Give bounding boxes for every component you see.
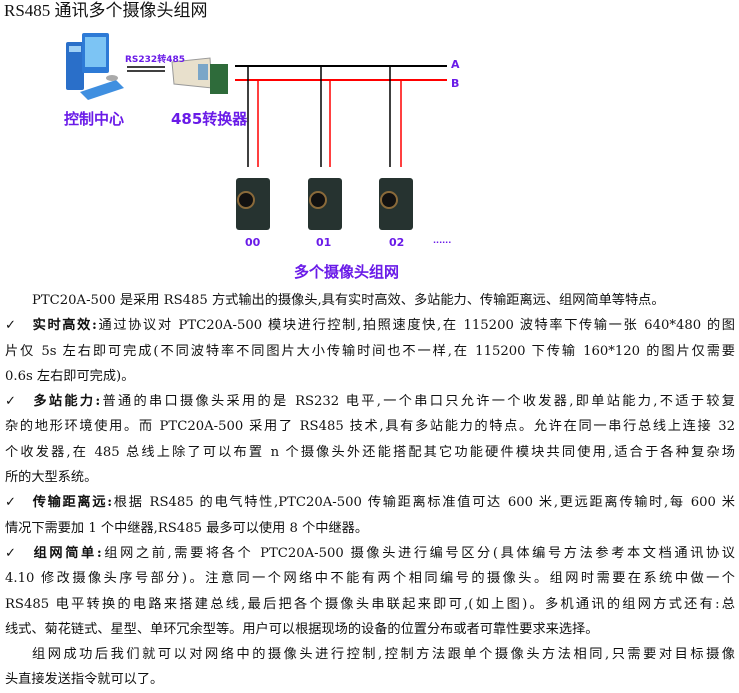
converter-icon	[171, 57, 228, 94]
check-icon: ✓	[5, 495, 17, 511]
check-icon: ✓	[5, 394, 17, 410]
feature-label: 实时高效:	[31, 318, 97, 334]
rs232-to-485-label: RS232转485	[125, 55, 185, 65]
camera-icon-01	[308, 178, 342, 230]
converter-label: 485转换器	[171, 110, 248, 128]
check-icon: ✓	[5, 318, 17, 334]
camera-icon-02	[379, 178, 413, 230]
camera-id-00: 00	[245, 236, 261, 249]
rs485-network-diagram	[66, 33, 447, 230]
feature-label: 传输距离远:	[31, 495, 113, 511]
camera-id-02: 02	[389, 236, 405, 249]
intro-paragraph: PTC20A-500 是采用 RS485 方式输出的摄像头,具有实时高效、多站能…	[32, 293, 665, 308]
check-icon: ✓	[5, 545, 17, 561]
bus-b-label: B	[451, 77, 460, 90]
control-center-label: 控制中心	[64, 110, 125, 128]
feature-label: 组网简单:	[31, 545, 102, 561]
outro-paragraph: 组网成功后我们就可以对网络中的摄像头进行控制,控制方法跟单个摄像头方法相同,只需…	[32, 647, 735, 663]
body-text: PTC20A-500 是采用 RS485 方式输出的摄像头,具有实时高效、多站能…	[5, 288, 735, 693]
computer-icon	[66, 33, 124, 100]
camera-icon-00	[236, 178, 270, 230]
section-title: RS485 通讯多个摄像头组网	[4, 1, 208, 20]
bus-a-label: A	[451, 58, 460, 71]
more-cameras-ellipsis: ......	[433, 236, 452, 245]
diagram-caption: 多个摄像头组网	[294, 263, 400, 281]
feature-label: 多站能力:	[31, 394, 101, 410]
camera-drop-lines	[247, 66, 402, 167]
camera-id-01: 01	[316, 236, 332, 249]
